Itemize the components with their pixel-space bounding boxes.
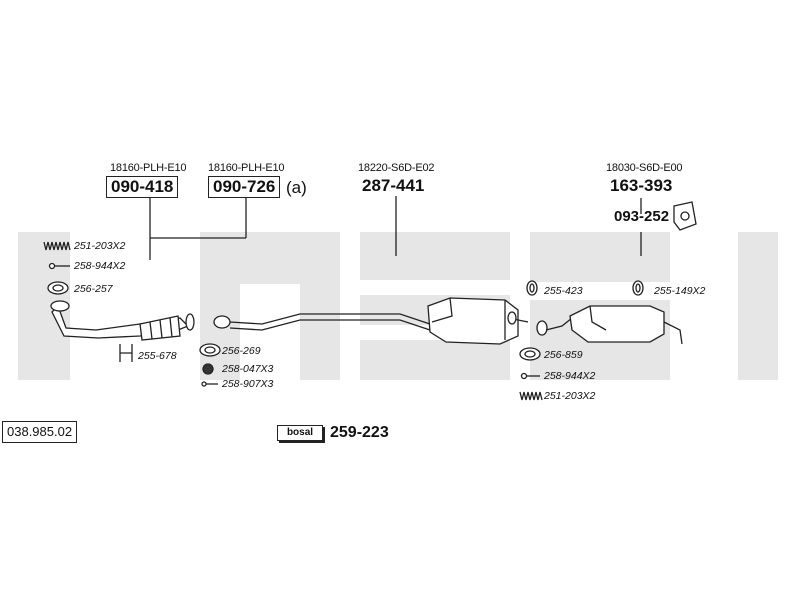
mounting-kit-number: 259-223 (330, 424, 389, 441)
part-number-front-pipe-a: 090-418 (106, 176, 179, 198)
watermark-block (360, 340, 510, 380)
label-right-ring: 255-423 (544, 285, 583, 297)
oem-code-front-pipe-b: 18160-PLH-E10 (208, 162, 285, 174)
label-left-spring: 251-203X2 (74, 240, 126, 252)
mounting-kit-logo: bosal (277, 425, 323, 441)
label-mid-nut: 258-047X3 (222, 363, 274, 375)
mounting-kit-logo-text: bosal (286, 427, 314, 438)
oem-code-front-pipe-a: 18160-PLH-E10 (110, 162, 187, 174)
watermark-block (200, 232, 340, 284)
watermark-block (360, 232, 510, 280)
label-left-gasket: 256-257 (74, 283, 113, 295)
label-right-bolt: 258-944X2 (544, 370, 596, 382)
oem-code-center-muffler: 18220-S6D-E02 (358, 162, 435, 174)
diagram-number: 038.985.02 (2, 421, 78, 443)
part-number-rubber-mount: 093-252 (614, 208, 670, 225)
label-right-spring: 251-203X2 (544, 390, 596, 402)
label-left-hanger: 255-678 (138, 350, 177, 362)
oem-code-rear-muffler: 18030-S6D-E00 (606, 162, 683, 174)
watermark-block (530, 232, 670, 282)
part-number-center-muffler: 287-441 (362, 176, 425, 195)
part-suffix-a: (a) (286, 178, 307, 197)
label-right-gasket: 256-859 (544, 349, 583, 361)
part-number-rear-muffler: 163-393 (610, 176, 673, 195)
label-mid-bolt: 258-907X3 (222, 378, 274, 390)
label-mid-gasket: 256-269 (222, 345, 261, 357)
diagram-number-text: 038.985.02 (7, 424, 73, 439)
label-right-hanger: 255-149X2 (654, 285, 706, 297)
label-left-bolt: 258-944X2 (74, 260, 126, 272)
watermark-block (300, 284, 340, 380)
part-number-front-pipe-b: 090-726 (208, 176, 281, 198)
watermark-block (738, 232, 778, 380)
